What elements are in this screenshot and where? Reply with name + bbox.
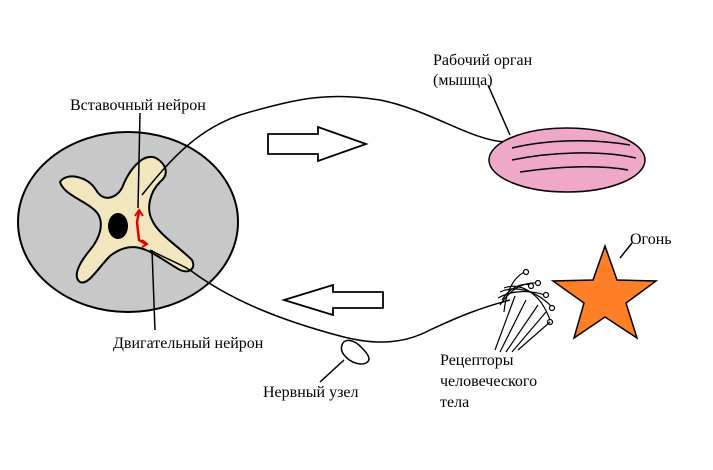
hollow-left-arrow [280,283,384,317]
hollow-right-arrow [267,125,369,163]
sensory-nerve-fiber [189,269,511,343]
star-icon [550,243,659,340]
interneuron-arrowhead-bottom [141,239,149,248]
ganglion-pointer [319,359,345,383]
fire-label: Огонь [630,231,672,248]
organ-label-line1: Рабочий орган [433,52,533,69]
nerve-ganglion [340,339,370,365]
muscle-fiber-3 [519,166,629,173]
interneuron-path [135,211,147,246]
receptors-label-line2: человеческого [440,373,538,390]
ganglion-label: Нервный узел [263,384,359,401]
motor-neuron-pointer [151,249,156,331]
motor-nerve-fiber [141,95,506,196]
interneuron-pointer [137,112,141,209]
afferent-entry-fiber [149,249,191,271]
receptors-label-line1: Рецепторы [440,352,514,369]
central-canal [108,213,128,239]
interneuron-arrowhead-top [134,208,144,217]
receptor-endings [497,268,556,326]
interneuron-label: Вставочный нейрон [70,97,206,114]
fire-pointer [619,242,633,259]
motor-neuron-label: Двигательный нейрон [113,335,264,352]
receptors-label-line3: тела [440,394,470,411]
organ-pointer [487,84,511,136]
receptor-pointer-lines [494,295,551,353]
muscle-fiber-2 [511,152,637,161]
muscle-fiber-1 [511,140,631,149]
organ-label-line2: (мышца) [433,72,493,89]
